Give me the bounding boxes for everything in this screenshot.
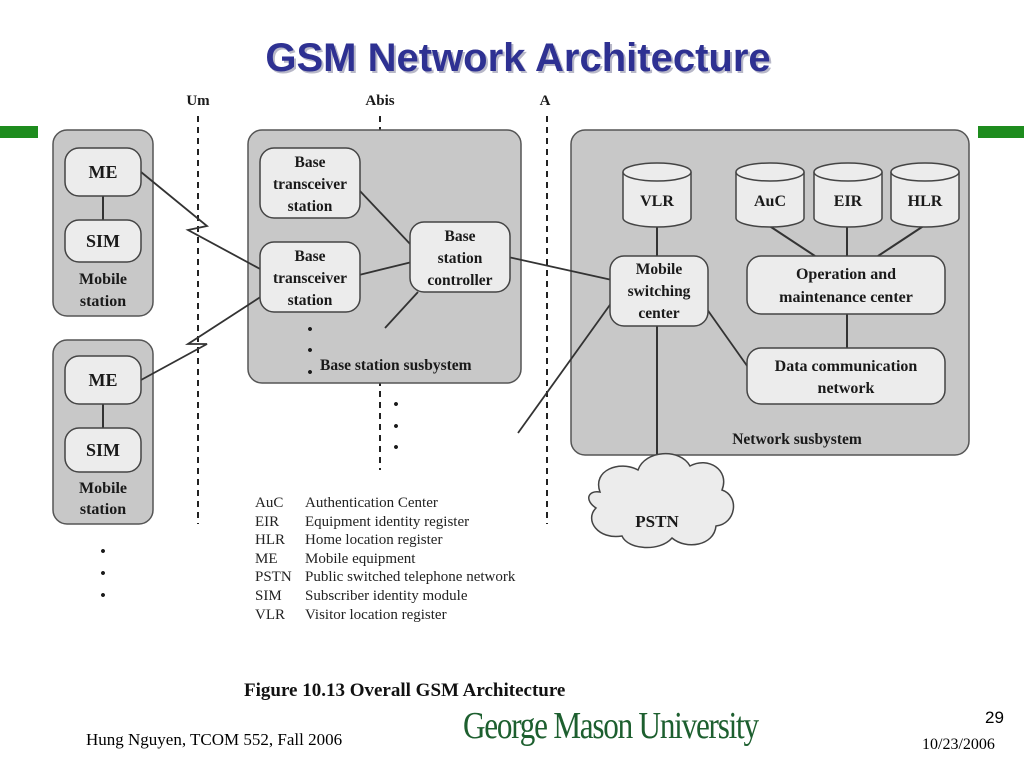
me-label-2: ME — [89, 370, 118, 390]
sim-box-2 — [64, 427, 142, 473]
radio-link-2 — [140, 295, 263, 381]
legend-row: PSTN Public switched telephone network — [255, 568, 515, 587]
bsc-line1: Base — [445, 228, 476, 245]
dcn-box — [746, 347, 946, 405]
bts-1-line2: transceiver — [273, 176, 347, 193]
omc-line1: Operation and — [796, 266, 896, 283]
hlr-database: HLR — [890, 162, 960, 228]
footer-author: Hung Nguyen, TCOM 552, Fall 2006 — [86, 730, 343, 749]
bts-ellipsis-dot-1: • — [307, 322, 312, 338]
mobile-station-2-label-line1: Mobile — [79, 480, 127, 497]
msc-line1: Mobile — [636, 261, 683, 278]
bts-2-line1: Base — [295, 248, 326, 265]
legend-abbr: VLR — [255, 606, 285, 623]
legend-row: EIR Equipment identity register — [255, 513, 515, 532]
bts1-bsc-link — [358, 189, 413, 247]
ms-ellipsis-dot-2: • — [100, 566, 105, 582]
bts-box-2 — [259, 241, 361, 313]
bts-2-line3: station — [288, 292, 333, 309]
me-box-2 — [64, 355, 142, 405]
dcn-line1: Data communication — [775, 358, 918, 375]
bsc-ellipsis-dot-2: • — [393, 419, 398, 435]
interface-a-label: A — [540, 93, 551, 109]
bsc-box — [409, 221, 511, 293]
legend-text: Subscriber identity module — [305, 587, 468, 604]
slide-title: GSM Network Architecture — [265, 36, 771, 80]
ms-ellipsis-dot-1: • — [100, 544, 105, 560]
bts-1-line1: Base — [295, 154, 326, 171]
eir-database: EIR — [813, 162, 883, 228]
msc-extra-link — [517, 301, 613, 434]
legend-abbr: EIR — [255, 513, 280, 530]
mobile-station-2-label-line2: station — [80, 501, 126, 518]
dcn-line2: network — [818, 380, 875, 397]
legend-row: HLR Home location register — [255, 531, 515, 550]
radio-link-1 — [140, 171, 263, 271]
abbreviation-legend: AuC Authentication Center EIR Equipment id… — [255, 494, 515, 624]
legend-row: AuC Authentication Center — [255, 494, 515, 513]
legend-abbr: HLR — [255, 532, 285, 549]
figure-caption: Figure 10.13 Overall GSM Architecture — [244, 680, 566, 701]
omc-box — [746, 255, 946, 315]
bsc-ellipsis-dot-1: • — [393, 397, 398, 413]
omc-line2: maintenance center — [779, 289, 913, 306]
vlr-label: VLR — [640, 193, 674, 210]
legend-abbr: ME — [255, 550, 278, 567]
legend-text: Visitor location register — [305, 606, 447, 623]
legend-abbr: SIM — [255, 587, 282, 604]
mobile-station-1-label-line2: station — [80, 293, 126, 310]
interface-um-label: Um — [186, 93, 210, 109]
sim-label-1: SIM — [86, 231, 120, 251]
bts-ellipsis-dot-3: • — [307, 365, 312, 381]
msc-dcn-link — [703, 304, 751, 371]
left-accent-bar — [0, 126, 38, 138]
slide-date: 10/23/2006 — [922, 736, 995, 753]
hlr-omc-link — [877, 224, 926, 257]
legend-row: SIM Subscriber identity module — [255, 587, 515, 606]
bts2-bsc-link — [358, 261, 413, 276]
university-logo: George Mason University — [463, 705, 759, 747]
bts-ellipsis-dot-2: • — [307, 343, 312, 359]
auc-database: AuC — [735, 162, 805, 228]
bsc-msc-link — [507, 256, 613, 281]
legend-abbr: AuC — [255, 495, 284, 511]
bts-2-line2: transceiver — [273, 270, 347, 287]
pstn-label: PSTN — [635, 512, 679, 531]
msc-line3: center — [638, 305, 679, 322]
interface-abis-label: Abis — [365, 93, 394, 109]
bsc-line2: station — [438, 250, 483, 267]
vlr-database: VLR — [622, 162, 692, 228]
bsc-line3: controller — [427, 272, 492, 289]
legend-text: Public switched telephone network — [305, 569, 516, 586]
hlr-label: HLR — [908, 193, 943, 210]
auc-omc-link — [767, 224, 816, 257]
legend-text: Mobile equipment — [305, 550, 416, 567]
sim-box-1 — [64, 219, 142, 263]
right-accent-bar — [978, 126, 1024, 138]
mobile-station-1-label-line1: Mobile — [79, 271, 127, 288]
bss-label: Base station susbystem — [320, 357, 472, 374]
bsc-extra-link — [384, 291, 419, 329]
legend-text: Authentication Center — [305, 495, 438, 511]
sim-label-2: SIM — [86, 440, 120, 460]
msc-box — [609, 255, 709, 327]
page-number: 29 — [985, 708, 1004, 727]
bts-1-line3: station — [288, 198, 333, 215]
legend-text: Home location register — [305, 532, 443, 549]
ms-ellipsis-dot-3: • — [100, 588, 105, 604]
pstn-cloud: PSTN — [588, 452, 735, 549]
eir-label: EIR — [834, 193, 863, 210]
me-box-1 — [64, 147, 142, 197]
me-label-1: ME — [89, 162, 118, 182]
legend-abbr: PSTN — [255, 569, 292, 586]
legend-row: ME Mobile equipment — [255, 550, 515, 569]
bts-box-1 — [259, 147, 361, 219]
nss-label: Network susbystem — [732, 431, 862, 448]
bsc-ellipsis-dot-3: • — [393, 440, 398, 456]
msc-line2: switching — [628, 283, 691, 300]
legend-text: Equipment identity register — [305, 513, 470, 530]
auc-label: AuC — [754, 193, 786, 210]
legend-row: VLR Visitor location register — [255, 606, 515, 625]
